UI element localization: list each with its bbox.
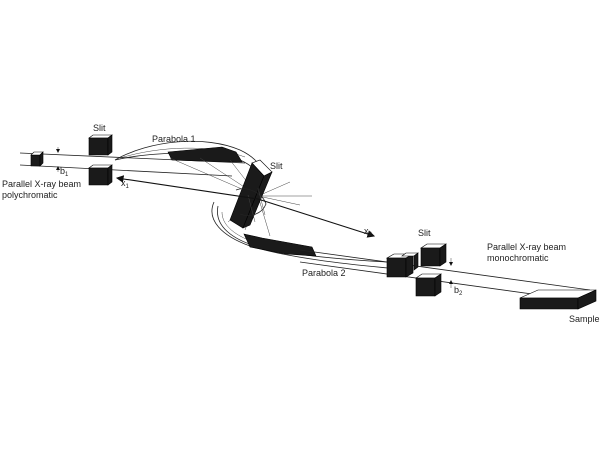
slit-left-label: Slit (93, 123, 106, 133)
center-crystal (229, 159, 273, 229)
parabola-2-label: Parabola 2 (302, 268, 346, 278)
slit-right-label: Slit (418, 228, 431, 238)
slit-center-label: Slit (270, 161, 283, 171)
beam-in-label-line1: Parallel X-ray beam (2, 179, 81, 189)
x2-label: x2 (364, 226, 373, 238)
parabola-1-label: Parabola 1 (152, 134, 196, 144)
source-block (30, 151, 44, 167)
left-slit (88, 134, 113, 186)
sample-label: Sample (569, 314, 600, 324)
x1-label: x1 (121, 178, 130, 190)
right-slit (385, 243, 447, 297)
parabola-1-coating (167, 146, 243, 163)
b2-label: b2 (454, 285, 463, 297)
b2-dimension (449, 258, 453, 288)
sample-block (519, 289, 597, 310)
x1-arrow (115, 175, 259, 200)
parabola-2-mirror (211, 201, 389, 269)
parabola-2-coating (243, 233, 317, 257)
beam-in-label-line2: polychromatic (2, 190, 58, 200)
beam-out-label-line2: monochromatic (487, 253, 549, 263)
x2-arrow (257, 198, 376, 238)
b1-label: b1 (60, 166, 69, 178)
b1-dimension (56, 147, 60, 172)
beam-out-label-line1: Parallel X-ray beam (487, 242, 566, 252)
